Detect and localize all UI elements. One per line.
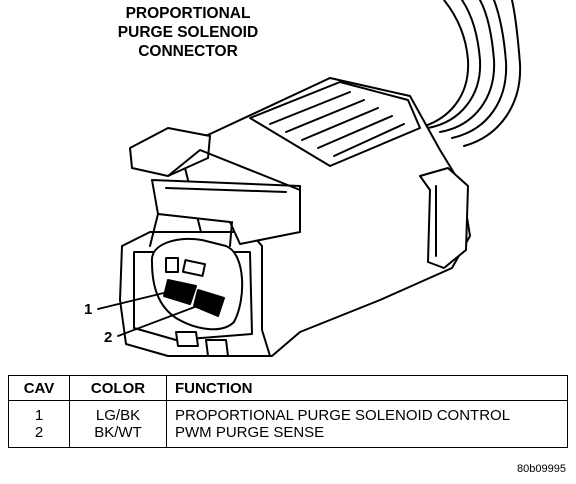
cavity-key xyxy=(165,257,179,273)
header-cav: CAV xyxy=(8,375,70,401)
title-line-3: CONNECTOR xyxy=(138,43,238,60)
figure-id: 80b09995 xyxy=(517,463,566,475)
header-function: FUNCTION xyxy=(166,375,568,401)
color-column: LG/BK BK/WT xyxy=(69,400,167,448)
callout-leaders xyxy=(97,289,201,337)
function-column: PROPORTIONAL PURGE SOLENOID CONTROL PWM … xyxy=(166,400,568,448)
title-line-2: PURGE SOLENOID xyxy=(117,24,259,41)
connector-illustration xyxy=(97,0,522,357)
terminal-cavity-1 xyxy=(163,279,197,305)
terminal-cavity-2 xyxy=(193,289,225,317)
cav-column: 1 2 xyxy=(8,400,70,448)
callout-1-label: 1 xyxy=(84,301,93,318)
table-row: 1 2 LG/BK BK/WT PROPORTIONAL PURGE SOLEN… xyxy=(8,400,568,448)
bottom-tabs xyxy=(175,331,229,357)
wire-bundle xyxy=(417,0,522,147)
row-1-color: LG/BK xyxy=(95,407,141,424)
header-color: COLOR xyxy=(69,375,167,401)
pinout-table: CAV COLOR FUNCTION 1 2 LG/BK BK/WT PROPO… xyxy=(8,375,568,448)
row-2-function: PWM PURGE SENSE xyxy=(175,424,325,441)
row-1-cav: 1 xyxy=(34,407,44,424)
row-2-color: BK/WT xyxy=(94,424,142,441)
connector-face xyxy=(150,238,244,331)
diagram-title: PROPORTIONAL PURGE SOLENOID CONNECTOR xyxy=(88,4,288,61)
title-line-1: PROPORTIONAL xyxy=(125,5,251,22)
row-2-cav: 2 xyxy=(34,424,44,441)
table-header-row: CAV COLOR FUNCTION xyxy=(8,375,568,401)
callout-2-label: 2 xyxy=(104,329,113,346)
row-1-function: PROPORTIONAL PURGE SOLENOID CONTROL xyxy=(175,407,511,424)
